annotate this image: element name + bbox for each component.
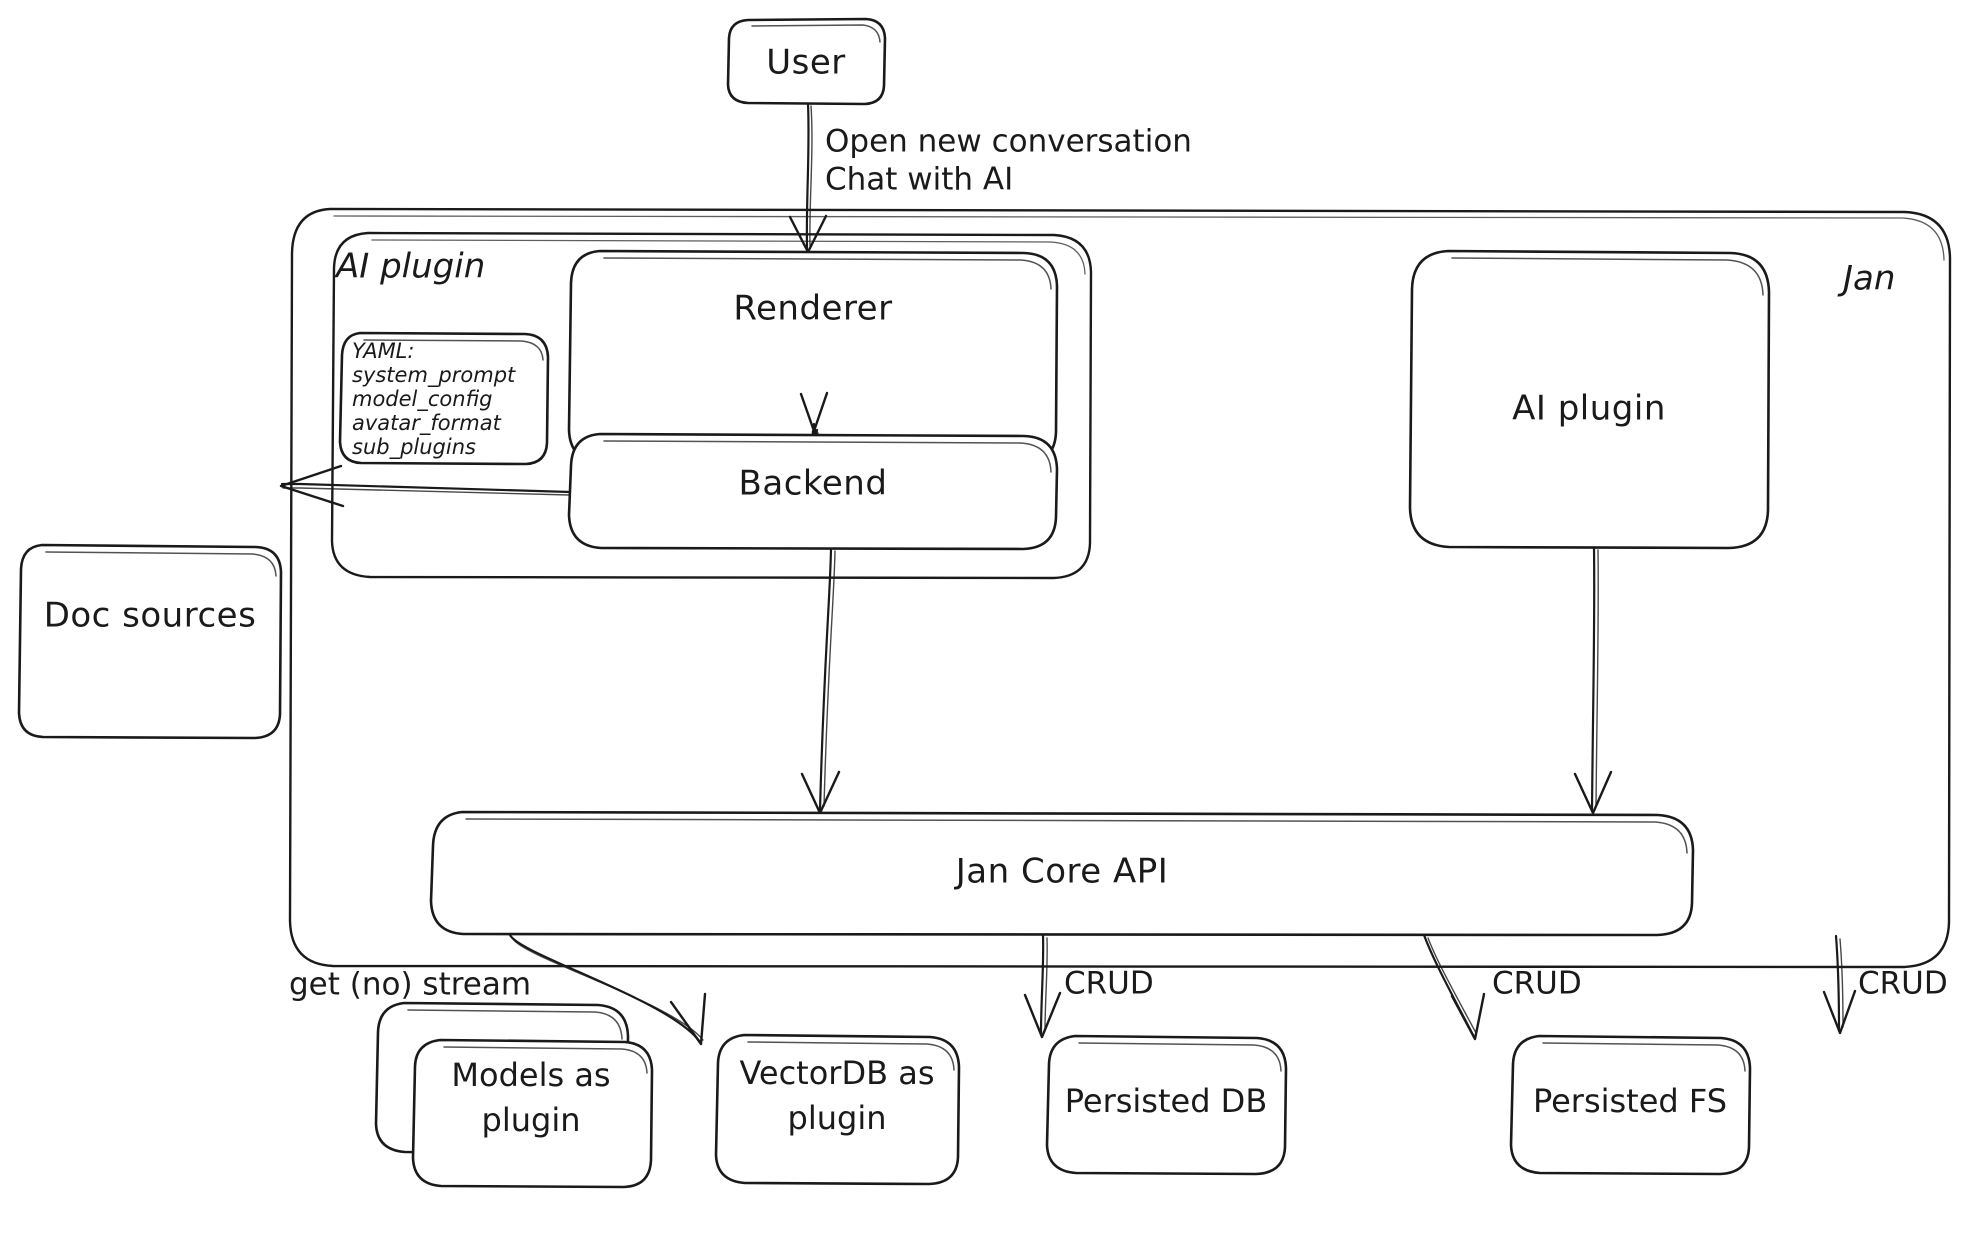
backend-node-label: Backend — [739, 464, 888, 504]
ai-plugin-group-label: AI plugin — [334, 247, 485, 287]
renderer-node-label: Renderer — [733, 289, 892, 329]
yaml-line-4: sub_plugins — [352, 435, 476, 460]
edge-user-to-renderer-label-line2: Chat with AI — [825, 162, 1013, 198]
yaml-line-0: YAML: — [352, 339, 414, 363]
persisted-db-node[interactable]: Persisted DB — [1045, 1034, 1288, 1176]
yaml-line-1: system_prompt — [352, 363, 516, 388]
jan-frame-label: Jan — [1837, 259, 1895, 299]
jan-frame[interactable]: Jan — [288, 207, 1952, 969]
jan-core-api-node-label: Jan Core API — [954, 852, 1169, 892]
persisted-fs-node-label: Persisted FS — [1533, 1082, 1727, 1120]
vectordb-as-plugin-label-line2: plugin — [788, 1099, 887, 1137]
edge-core-to-models: get (no) stream — [289, 933, 707, 1046]
renderer-node[interactable]: Renderer — [567, 249, 1059, 466]
edge-user-to-renderer: Open new conversation Chat with AI — [788, 102, 1192, 254]
yaml-line-3: avatar_format — [352, 411, 502, 436]
yaml-config-node[interactable]: YAML: system_prompt model_config avatar_… — [338, 331, 550, 466]
models-as-plugin-label-line1: Models as — [451, 1056, 610, 1094]
ai-plugin-right-node[interactable]: AI plugin — [1408, 249, 1771, 550]
persisted-fs-node[interactable]: Persisted FS — [1509, 1034, 1752, 1176]
models-as-plugin-label-line2: plugin — [482, 1101, 581, 1139]
edge-core-to-persisted-fs-label: CRUD — [1858, 966, 1948, 1002]
edge-core-to-models-label: get (no) stream — [289, 967, 531, 1003]
edge-core-to-vectordb-label: CRUD — [1064, 966, 1154, 1002]
user-node[interactable]: User — [726, 17, 887, 106]
edge-core-to-persisted-db-label: CRUD — [1492, 966, 1582, 1002]
vectordb-as-plugin-node[interactable]: VectorDB as plugin — [714, 1033, 961, 1186]
doc-sources-node[interactable]: Doc sources — [17, 543, 283, 740]
edge-ai-plugin-to-core — [1573, 546, 1613, 815]
user-node-label: User — [766, 43, 846, 83]
edge-user-to-renderer-label-line1: Open new conversation — [825, 124, 1192, 160]
yaml-line-2: model_config — [352, 387, 493, 412]
edge-backend-to-doc-sources — [279, 464, 572, 508]
doc-sources-node-label: Doc sources — [44, 596, 257, 636]
ai-plugin-group[interactable]: AI plugin — [330, 231, 1093, 580]
edge-core-to-persisted-fs: CRUD — [1822, 934, 1948, 1035]
persisted-db-node-label: Persisted DB — [1065, 1082, 1268, 1120]
edge-core-to-vectordb: CRUD — [1023, 933, 1154, 1039]
edge-core-to-persisted-db: CRUD — [1422, 933, 1582, 1041]
jan-core-api-node[interactable]: Jan Core API — [429, 810, 1695, 937]
backend-node[interactable]: Backend — [567, 432, 1059, 551]
ai-plugin-right-node-label: AI plugin — [1512, 389, 1666, 429]
vectordb-as-plugin-label-line1: VectorDB as — [739, 1054, 934, 1092]
edge-backend-to-core — [800, 547, 841, 815]
models-as-plugin-node[interactable]: Models as plugin — [374, 1001, 654, 1189]
